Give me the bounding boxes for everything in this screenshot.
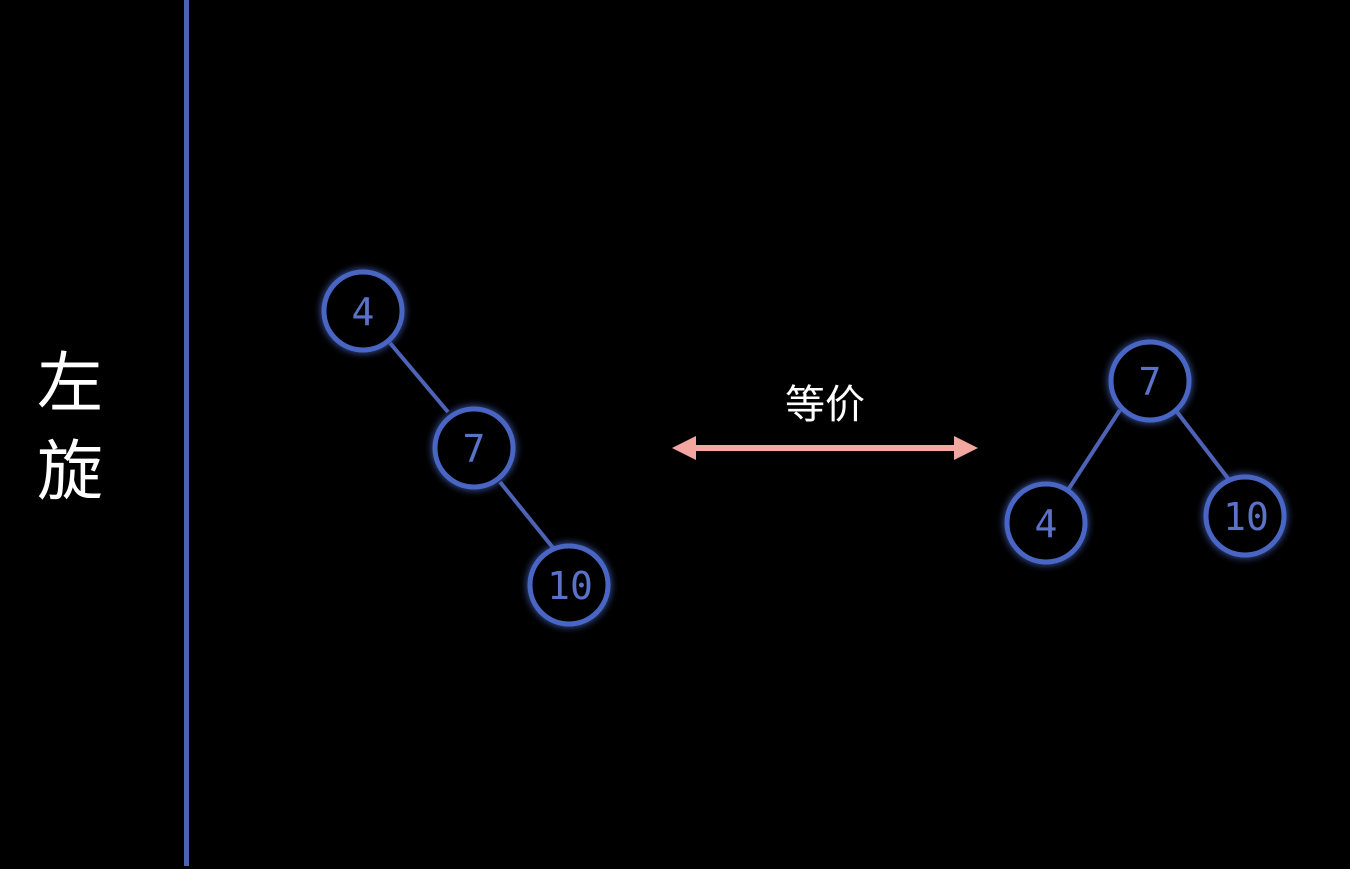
before-node-10-label: 10 [547, 564, 593, 608]
after-node-10-label: 10 [1223, 495, 1269, 539]
after-edge-7-4 [1066, 408, 1122, 492]
after-node-7: 7 [1108, 339, 1192, 423]
before-tree: 4 7 10 [321, 269, 611, 627]
before-edge-7-10 [498, 480, 556, 551]
equivalence-label: 等价 [785, 382, 865, 428]
before-node-7: 7 [432, 406, 516, 490]
before-node-4: 4 [321, 269, 405, 353]
after-tree: 7 4 10 [1004, 339, 1287, 565]
vertical-divider [184, 0, 189, 866]
before-node-10: 10 [527, 543, 611, 627]
equivalence-arrow [672, 436, 978, 460]
after-node-10: 10 [1203, 474, 1287, 558]
page-title: 左 旋 [0, 340, 140, 516]
title-char-1: 左 [37, 345, 103, 422]
after-node-4-label: 4 [1035, 502, 1058, 546]
after-node-7-label: 7 [1139, 360, 1162, 404]
before-edge-4-7 [388, 341, 450, 414]
after-node-4: 4 [1004, 481, 1088, 565]
before-node-7-label: 7 [463, 427, 486, 471]
before-node-4-label: 4 [352, 290, 375, 334]
title-char-2: 旋 [37, 433, 103, 510]
after-edge-7-10 [1175, 410, 1232, 483]
